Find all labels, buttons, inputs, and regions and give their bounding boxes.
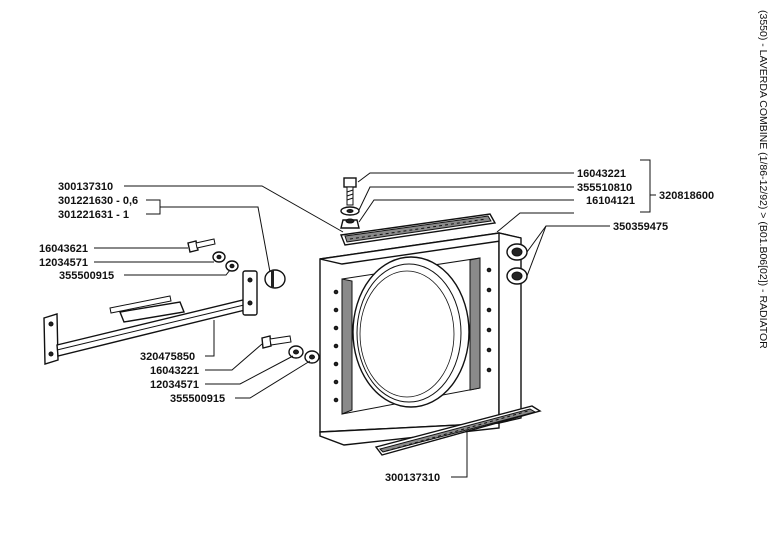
- label-320475850: 320475850: [140, 351, 195, 363]
- top-bolt: [343, 177, 357, 206]
- label-355500915-lower: 355500915: [170, 393, 225, 405]
- label-16043221-top: 16043221: [577, 168, 626, 180]
- left-bolt-set-upper: [187, 238, 239, 272]
- shroud-holes-left: [333, 289, 339, 403]
- part-labels: 300137310 301221630 - 0,6 301221631 - 1 …: [39, 168, 714, 484]
- label-301221631: 301221631 - 1: [58, 209, 129, 221]
- label-12034571-upper: 12034571: [39, 257, 88, 269]
- leader-lines: [94, 159, 656, 478]
- support-bar: [43, 270, 258, 365]
- fan-ring: [352, 256, 470, 408]
- radiator-shroud: [319, 232, 522, 446]
- shroud-holes-right: [486, 267, 492, 373]
- side-title: (3550) - LAVERDA COMBINE (1/86-12/92) > …: [757, 10, 769, 349]
- grommets: [506, 243, 528, 285]
- label-16104121: 16104121: [586, 195, 635, 207]
- label-320818600: 320818600: [659, 190, 714, 202]
- label-300137310-bottom: 300137310: [385, 472, 440, 484]
- label-16043221-lower: 16043221: [150, 365, 199, 377]
- lower-seal-strip: [374, 405, 542, 456]
- label-350359475: 350359475: [613, 221, 668, 233]
- label-16043621: 16043621: [39, 243, 88, 255]
- label-300137310-top: 300137310: [58, 181, 113, 193]
- label-12034571-lower: 12034571: [150, 379, 199, 391]
- left-bolt-set-lower: [261, 335, 320, 364]
- top-washer: [340, 206, 360, 216]
- label-301221630: 301221630 - 0,6: [58, 195, 138, 207]
- label-355510810: 355510810: [577, 182, 632, 194]
- clamp-bushing: [264, 269, 286, 289]
- top-nut: [340, 218, 360, 229]
- label-355500915-upper: 355500915: [59, 270, 114, 282]
- upper-seal-strip: [340, 213, 497, 246]
